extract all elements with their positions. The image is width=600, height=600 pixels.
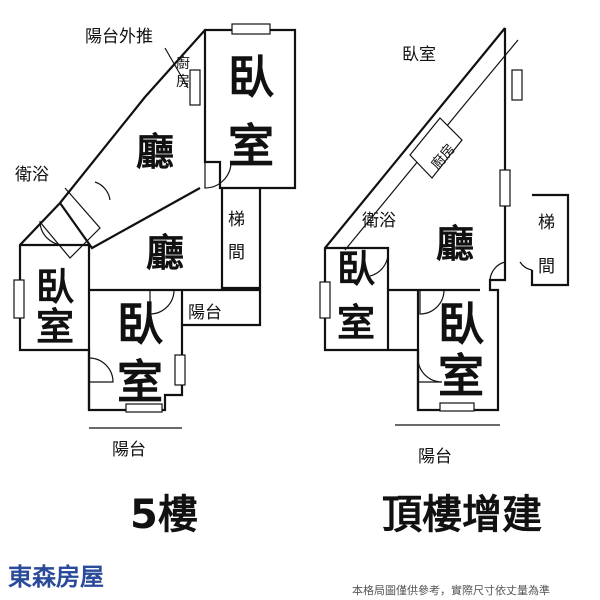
floor5-kitchen-label-2: 房 — [176, 74, 190, 90]
rooftop-title: 頂樓增建 — [382, 492, 542, 538]
floor5-door-1 — [204, 161, 232, 189]
rooftop-stairs-label-1: 梯 — [538, 213, 555, 233]
floor5-window-top — [231, 23, 271, 35]
rooftop-bedroom-mid-label-1: 臥 — [438, 297, 484, 351]
floor5-side-balcony-label: 陽台 — [188, 303, 222, 323]
floor5-window-mid — [174, 354, 186, 386]
rooftop-bedroom-left-label-1: 臥 — [337, 247, 375, 291]
rooftop-door-5 — [519, 261, 533, 271]
floor5-stair-wall — [220, 188, 260, 290]
floor5-door-5 — [94, 181, 111, 201]
rooftop-door-3 — [489, 261, 506, 281]
rooftop-kitchen-box — [409, 117, 463, 179]
floor5-living-lower-label: 廳 — [146, 231, 184, 275]
rooftop-window-bottom — [439, 402, 475, 412]
floor5-window-bottom — [125, 403, 163, 413]
floor5-plan: 陽台外推 廚 房 臥 室 廳 衛浴 廳 梯 間 陽台 臥 室 臥 室 陽台 5樓 — [13, 23, 297, 538]
rooftop-stairs-box — [530, 193, 570, 287]
disclaimer-text: 本格局圖僅供參考，實際尺寸依丈量為準 — [352, 583, 550, 597]
rooftop-door-1 — [369, 254, 389, 277]
rooftop-living-label: 廳 — [436, 222, 474, 266]
floor5-door-2 — [88, 357, 114, 383]
floor5-balcony-push-label: 陽台外推 — [85, 27, 153, 47]
floor5-stairs-label-2: 間 — [228, 243, 245, 263]
floor5-bedroom-mid-label-1: 臥 — [117, 297, 163, 351]
rooftop-door-2 — [419, 289, 445, 315]
rooftop-window-top — [511, 69, 523, 101]
floor5-bath-wall — [39, 187, 101, 259]
floor5-leader — [164, 47, 189, 89]
rooftop-bedroom-mid-label-2: 室 — [438, 349, 484, 403]
floor5-living-upper-label: 廳 — [136, 130, 174, 174]
floor5-bedroom-mid-label-2: 室 — [117, 355, 163, 409]
floor5-diag-partition — [59, 187, 201, 250]
floor5-bedroom-right-label-2: 室 — [228, 119, 274, 173]
floor5-door-3 — [149, 289, 175, 315]
floor5-kitchen-counter — [189, 69, 201, 106]
rooftop-bedroom-left-label-2: 室 — [337, 301, 375, 345]
floor5-bath-label: 衛浴 — [15, 165, 49, 185]
floor5-stairs-label-1: 梯 — [228, 210, 245, 230]
floor5-title: 5樓 — [130, 492, 198, 538]
rooftop-door-4 — [417, 357, 443, 383]
rooftop-bedroom-top-label: 臥室 — [402, 45, 436, 65]
floor5-bottom-balcony-label: 陽台 — [112, 440, 146, 460]
rooftop-stairs-label-2: 間 — [538, 257, 555, 277]
rooftop-bottom-balcony-label: 陽台 — [418, 447, 452, 467]
floor5-kitchen-label-1: 廚 — [176, 55, 190, 72]
brand-logo-text: 東森房屋 — [8, 563, 104, 591]
rooftop-diag-inner — [344, 39, 519, 251]
rooftop-bedroom-left-wall — [325, 246, 390, 350]
rooftop-window-right — [499, 169, 511, 207]
floor5-door-4 — [39, 220, 65, 246]
floor5-bedroom-left-label-1: 臥 — [36, 265, 74, 309]
rooftop-bath-label: 衛浴 — [362, 211, 396, 231]
floor5-bedroom-left-label-2: 室 — [36, 305, 74, 349]
floor5-bedroom-right-label-1: 臥 — [228, 50, 274, 104]
rooftop-window-left — [319, 281, 331, 319]
floor5-window-left — [13, 279, 25, 319]
floor5-bedroom-right-wall — [203, 30, 260, 190]
rooftop-plan: 臥室 廚房 衛浴 廳 梯 間 臥 室 臥 室 陽台 頂樓增建 — [319, 27, 570, 538]
